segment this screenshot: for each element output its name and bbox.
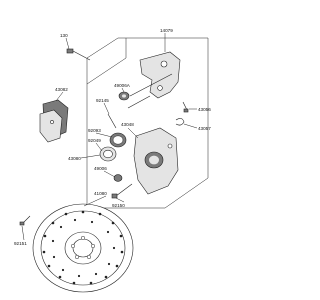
pin-92145[interactable]	[107, 113, 117, 129]
clip-43057[interactable]	[175, 118, 185, 126]
seal-92093[interactable]	[109, 132, 127, 148]
caliper-bracket-14079[interactable]	[127, 51, 181, 109]
boot-49006A[interactable]	[118, 91, 130, 101]
boot-49006[interactable]	[113, 174, 123, 182]
disc-holes	[42, 210, 124, 285]
label-92145: 92145	[96, 98, 109, 103]
label-43048: 43048	[121, 122, 134, 127]
label-49006: 49006	[94, 166, 107, 171]
label-14079: 14079	[160, 28, 173, 33]
brake-disc-41080[interactable]	[32, 203, 134, 293]
piston-92049[interactable]	[99, 146, 117, 162]
label-130: 130	[60, 33, 68, 38]
label-49006A: 49006A	[114, 83, 131, 88]
label-41080: 41080	[94, 191, 107, 196]
label-92151: 92151	[14, 241, 27, 246]
caliper-body-43048[interactable]	[133, 127, 179, 195]
part-labels: 130 14079 43082 49006A 92145 43056 43048…	[14, 28, 211, 246]
disc-mount-holes	[70, 235, 96, 260]
label-92093: 92093	[88, 128, 101, 133]
bolt-92150[interactable]	[111, 183, 133, 199]
label-43082: 43082	[55, 87, 68, 92]
label-43080: 43080	[68, 156, 81, 161]
bolt-130[interactable]	[66, 48, 91, 61]
label-92150: 92150	[112, 203, 125, 208]
label-92049: 92049	[88, 138, 101, 143]
disc-bolt-92151[interactable]	[19, 215, 31, 226]
label-43056: 43056	[198, 107, 211, 112]
leader-lines	[21, 33, 198, 241]
label-43057: 43057	[198, 126, 211, 131]
assembly-frame	[86, 37, 209, 209]
brake-pads-43082[interactable]	[39, 99, 69, 143]
bleed-valve-43056[interactable]	[182, 101, 189, 113]
brake-parts-diagram: 130 14079 43082 49006A 92145 43056 43048…	[14, 28, 211, 293]
